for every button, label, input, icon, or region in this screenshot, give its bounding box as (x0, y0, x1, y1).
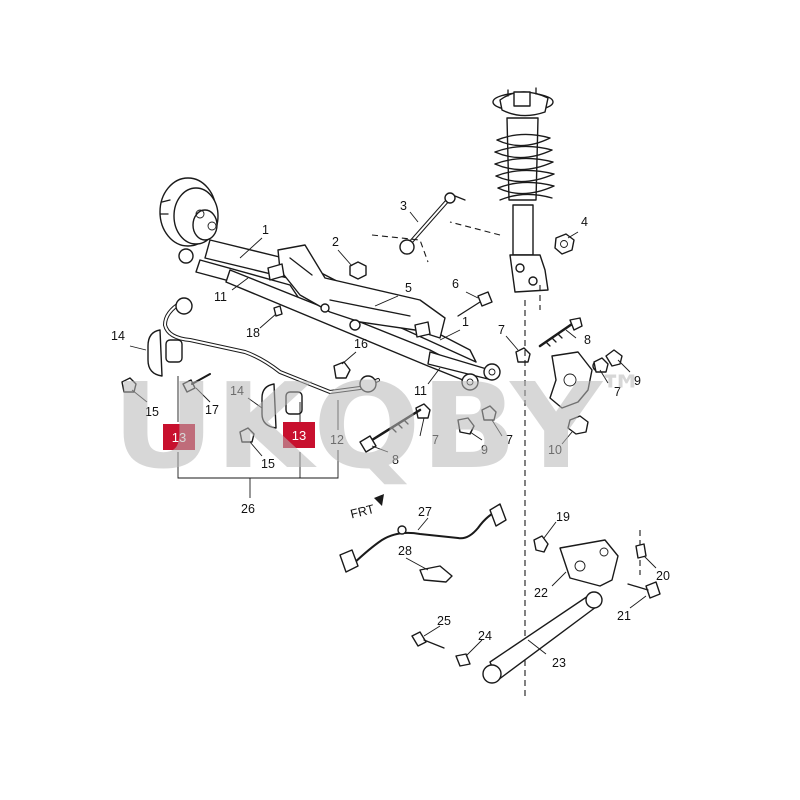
trademark-icon: ™ (598, 365, 644, 419)
callout-label: 6 (452, 277, 459, 291)
bushing-brackets (147, 329, 303, 429)
callout-label: 3 (400, 199, 407, 213)
callout-label: 8 (392, 453, 399, 467)
leader-lines (129, 211, 657, 657)
callout-label: 15 (145, 405, 159, 419)
bolt (538, 317, 583, 348)
callout-label: 9 (481, 443, 488, 457)
arrow-icon (374, 494, 384, 506)
callout-label: 5 (405, 281, 412, 295)
callout-label: 4 (581, 215, 588, 229)
highlight-callout: 13 (283, 422, 315, 448)
watermark-text: UKQBY (112, 357, 604, 495)
highlight-callout: 13 (163, 424, 195, 450)
bolt (359, 408, 422, 453)
callout-label: 28 (398, 544, 412, 558)
callout-label: 7 (614, 385, 621, 399)
callout-label: 12 (330, 433, 344, 447)
callout-label: 7 (432, 433, 439, 447)
axle-hub (159, 177, 219, 264)
callout-label: 18 (246, 326, 260, 340)
highlight-label: 13 (292, 428, 306, 443)
callout-label: 9 (634, 374, 641, 388)
small-fasteners (121, 305, 351, 443)
callout-label: 14 (111, 329, 125, 343)
callout-label: 20 (656, 569, 670, 583)
callout-label: 27 (418, 505, 432, 519)
callout-label: 10 (548, 443, 562, 457)
strut-assembly (492, 87, 555, 293)
callout-label: 11 (414, 384, 427, 398)
nut (567, 415, 589, 435)
lower-link-assembly (411, 535, 661, 684)
highlight-label: 13 (172, 430, 186, 445)
callout-labels: 1 1 2 3 4 5 6 7 7 7 7 8 8 9 9 10 11 11 1… (111, 199, 670, 670)
callout-label: 21 (617, 609, 631, 623)
nut (554, 233, 575, 255)
callout-label: 23 (552, 656, 566, 670)
callout-label: 15 (261, 457, 275, 471)
stabilizer-bar (163, 297, 380, 394)
fasteners (415, 347, 609, 435)
callout-label: 7 (506, 433, 513, 447)
callout-label: 17 (205, 403, 219, 417)
callout-label: 25 (437, 614, 451, 628)
front-direction-indicator: FRT (349, 494, 384, 521)
wheel-speed-sensor (339, 503, 507, 573)
highlight-box (163, 424, 195, 450)
front-direction-label: FRT (349, 502, 376, 521)
highlight-box (283, 422, 315, 448)
callout-label: 26 (241, 502, 255, 516)
callout-label: 8 (584, 333, 591, 347)
watermark: UKQBY ™ (112, 357, 644, 495)
callout-label: 1 (262, 223, 269, 237)
bolt (457, 291, 493, 317)
callout-label: 11 (214, 290, 227, 304)
callout-label: 1 (462, 315, 469, 329)
callout-label: 22 (534, 586, 548, 600)
callout-label: 14 (230, 384, 244, 398)
callout-label: 16 (354, 337, 368, 351)
callout-label: 2 (332, 235, 339, 249)
callout-label: 7 (498, 323, 505, 337)
stabilizer-link (399, 192, 466, 255)
callout-label: 19 (556, 510, 570, 524)
crossmember (267, 244, 446, 339)
callout-label: 24 (478, 629, 492, 643)
nut (349, 261, 367, 280)
